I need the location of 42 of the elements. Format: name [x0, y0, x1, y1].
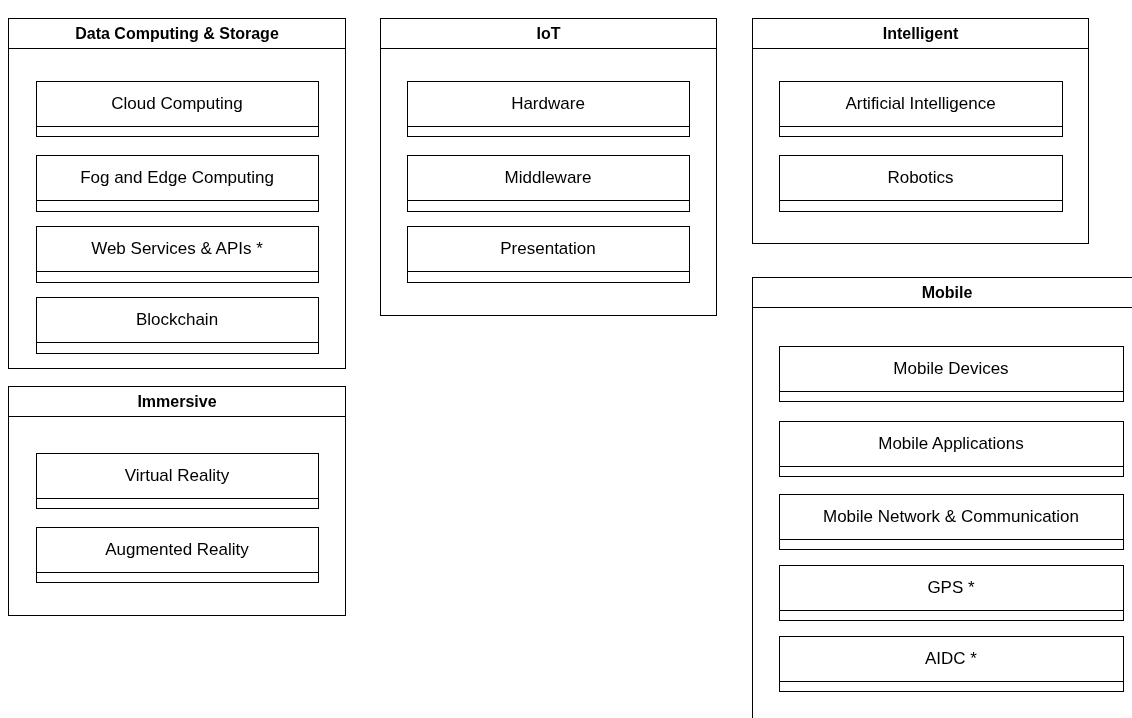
group-box — [8, 386, 346, 616]
class-box — [778, 420, 1124, 477]
box-label: Presentation — [407, 226, 689, 272]
class-box — [778, 80, 1063, 137]
class-box — [35, 80, 319, 137]
group-title: Intelligent — [753, 19, 1088, 49]
group-box — [380, 18, 717, 316]
class-box — [778, 154, 1063, 212]
group-box — [752, 277, 1132, 718]
class-box — [406, 154, 690, 212]
box-label: GPS * — [779, 565, 1123, 611]
class-box — [35, 296, 319, 354]
box-label: Augmented Reality — [36, 527, 318, 573]
class-box — [778, 564, 1124, 621]
box-label: Virtual Reality — [36, 453, 318, 499]
class-box — [35, 225, 319, 283]
group-title: Data Computing & Storage — [9, 19, 345, 49]
box-label: Mobile Devices — [779, 346, 1123, 392]
class-box — [778, 345, 1124, 402]
box-label: AIDC * — [779, 636, 1123, 682]
box-label: Hardware — [407, 81, 689, 127]
box-label: Cloud Computing — [36, 81, 318, 127]
box-label: Fog and Edge Computing — [36, 155, 318, 201]
box-label: Robotics — [779, 155, 1062, 201]
class-box — [406, 80, 690, 137]
box-label: Web Services & APIs * — [36, 226, 318, 272]
class-box — [35, 526, 319, 583]
class-box — [35, 452, 319, 509]
box-label: Middleware — [407, 155, 689, 201]
class-box — [778, 493, 1124, 550]
class-box — [35, 154, 319, 212]
group-title: IoT — [381, 19, 716, 49]
group-box — [8, 18, 346, 369]
box-label: Mobile Network & Communication — [779, 494, 1123, 540]
box-label: Blockchain — [36, 297, 318, 343]
group-title: Immersive — [9, 387, 345, 417]
group-title: Mobile — [753, 278, 1132, 308]
class-box — [406, 225, 690, 283]
box-label: Artificial Intelligence — [779, 81, 1062, 127]
group-box — [752, 18, 1089, 244]
box-label: Mobile Applications — [779, 421, 1123, 467]
class-box — [778, 635, 1124, 692]
